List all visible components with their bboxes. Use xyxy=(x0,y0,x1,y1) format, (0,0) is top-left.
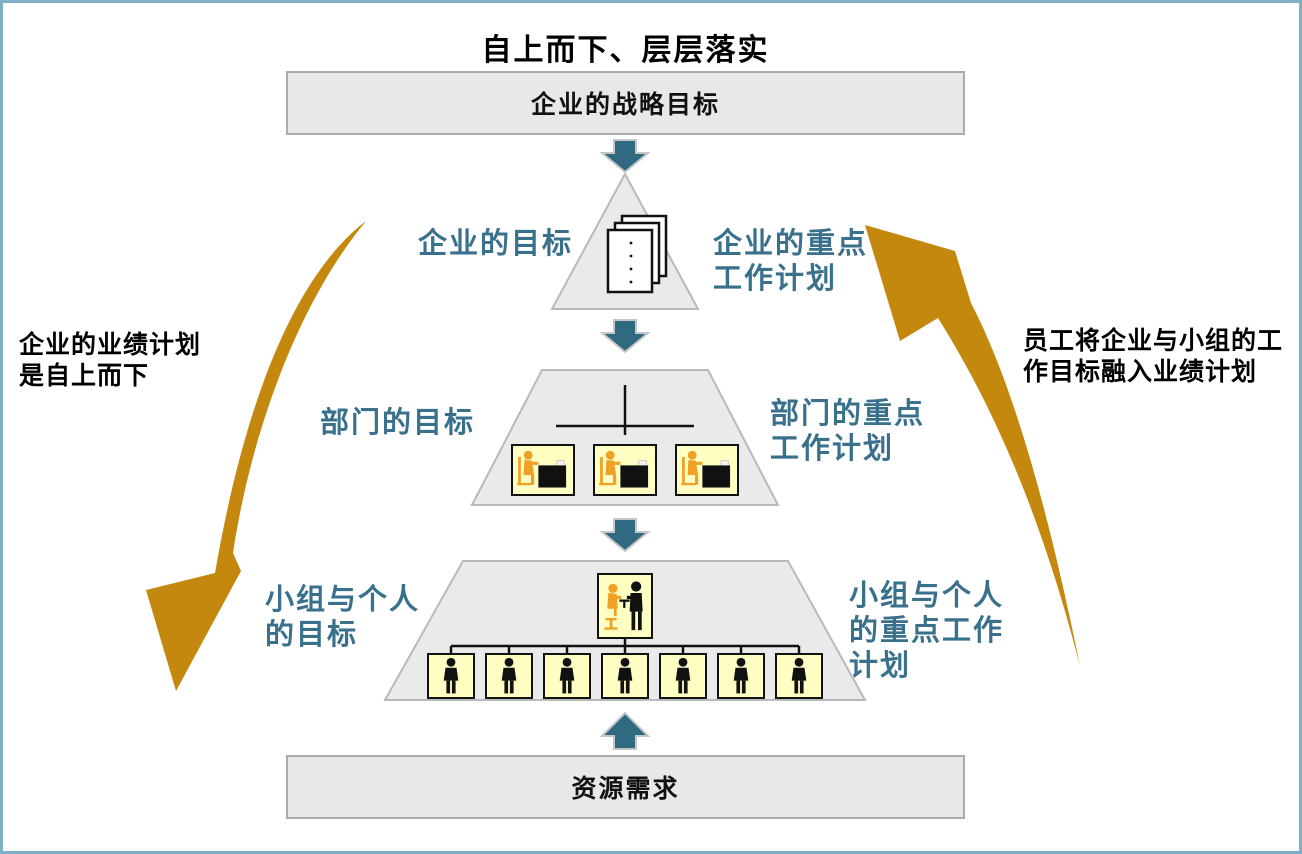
up-arrow-icon xyxy=(599,711,651,750)
strategy-goal-label: 企业的战略目标 xyxy=(530,91,720,119)
title-row: 自上而下、层层落实 xyxy=(286,25,965,74)
label-company-goal: 企业的目标 xyxy=(417,228,573,260)
documents-icon xyxy=(606,214,668,294)
down-arrow-icon-1 xyxy=(599,139,651,174)
standing-person-icon xyxy=(717,653,765,699)
person-at-desk-icon xyxy=(675,444,739,496)
down-arrow-icon-3 xyxy=(599,518,651,553)
label-team-work-plan: 小组与个人 的重点工作 计划 xyxy=(849,580,1005,682)
page-title: 自上而下、层层落实 xyxy=(481,25,770,74)
level3-org-lines xyxy=(449,639,801,655)
standing-person-icon xyxy=(775,653,823,699)
level2-org-lines xyxy=(556,385,694,435)
side-note-left: 企业的业绩计划 是自上而下 xyxy=(19,331,202,390)
label-team-goal: 小组与个人 的目标 xyxy=(265,584,421,651)
strategy-goal-box: 企业的战略目标 xyxy=(286,71,965,135)
label-company-work-plan: 企业的重点 工作计划 xyxy=(713,228,869,295)
side-note-right: 员工将企业与小组的工 作目标融入业绩计划 xyxy=(1023,327,1284,386)
standing-person-icon xyxy=(543,653,591,699)
standing-person-icon xyxy=(485,653,533,699)
person-at-desk-icon xyxy=(593,444,657,496)
resource-demand-label: 资源需求 xyxy=(571,775,680,803)
standing-person-icon xyxy=(427,653,475,699)
curved-arrow-right-icon xyxy=(865,225,1080,666)
curved-arrow-left-icon xyxy=(146,221,366,691)
standing-person-icon xyxy=(659,653,707,699)
person-at-desk-icon xyxy=(511,444,575,496)
meeting-icon xyxy=(597,573,653,639)
resource-demand-box: 资源需求 xyxy=(286,755,965,819)
label-department-work-plan: 部门的重点 工作计划 xyxy=(770,398,926,465)
down-arrow-icon-2 xyxy=(599,319,651,354)
label-department-goal: 部门的目标 xyxy=(319,407,475,439)
standing-person-icon xyxy=(601,653,649,699)
